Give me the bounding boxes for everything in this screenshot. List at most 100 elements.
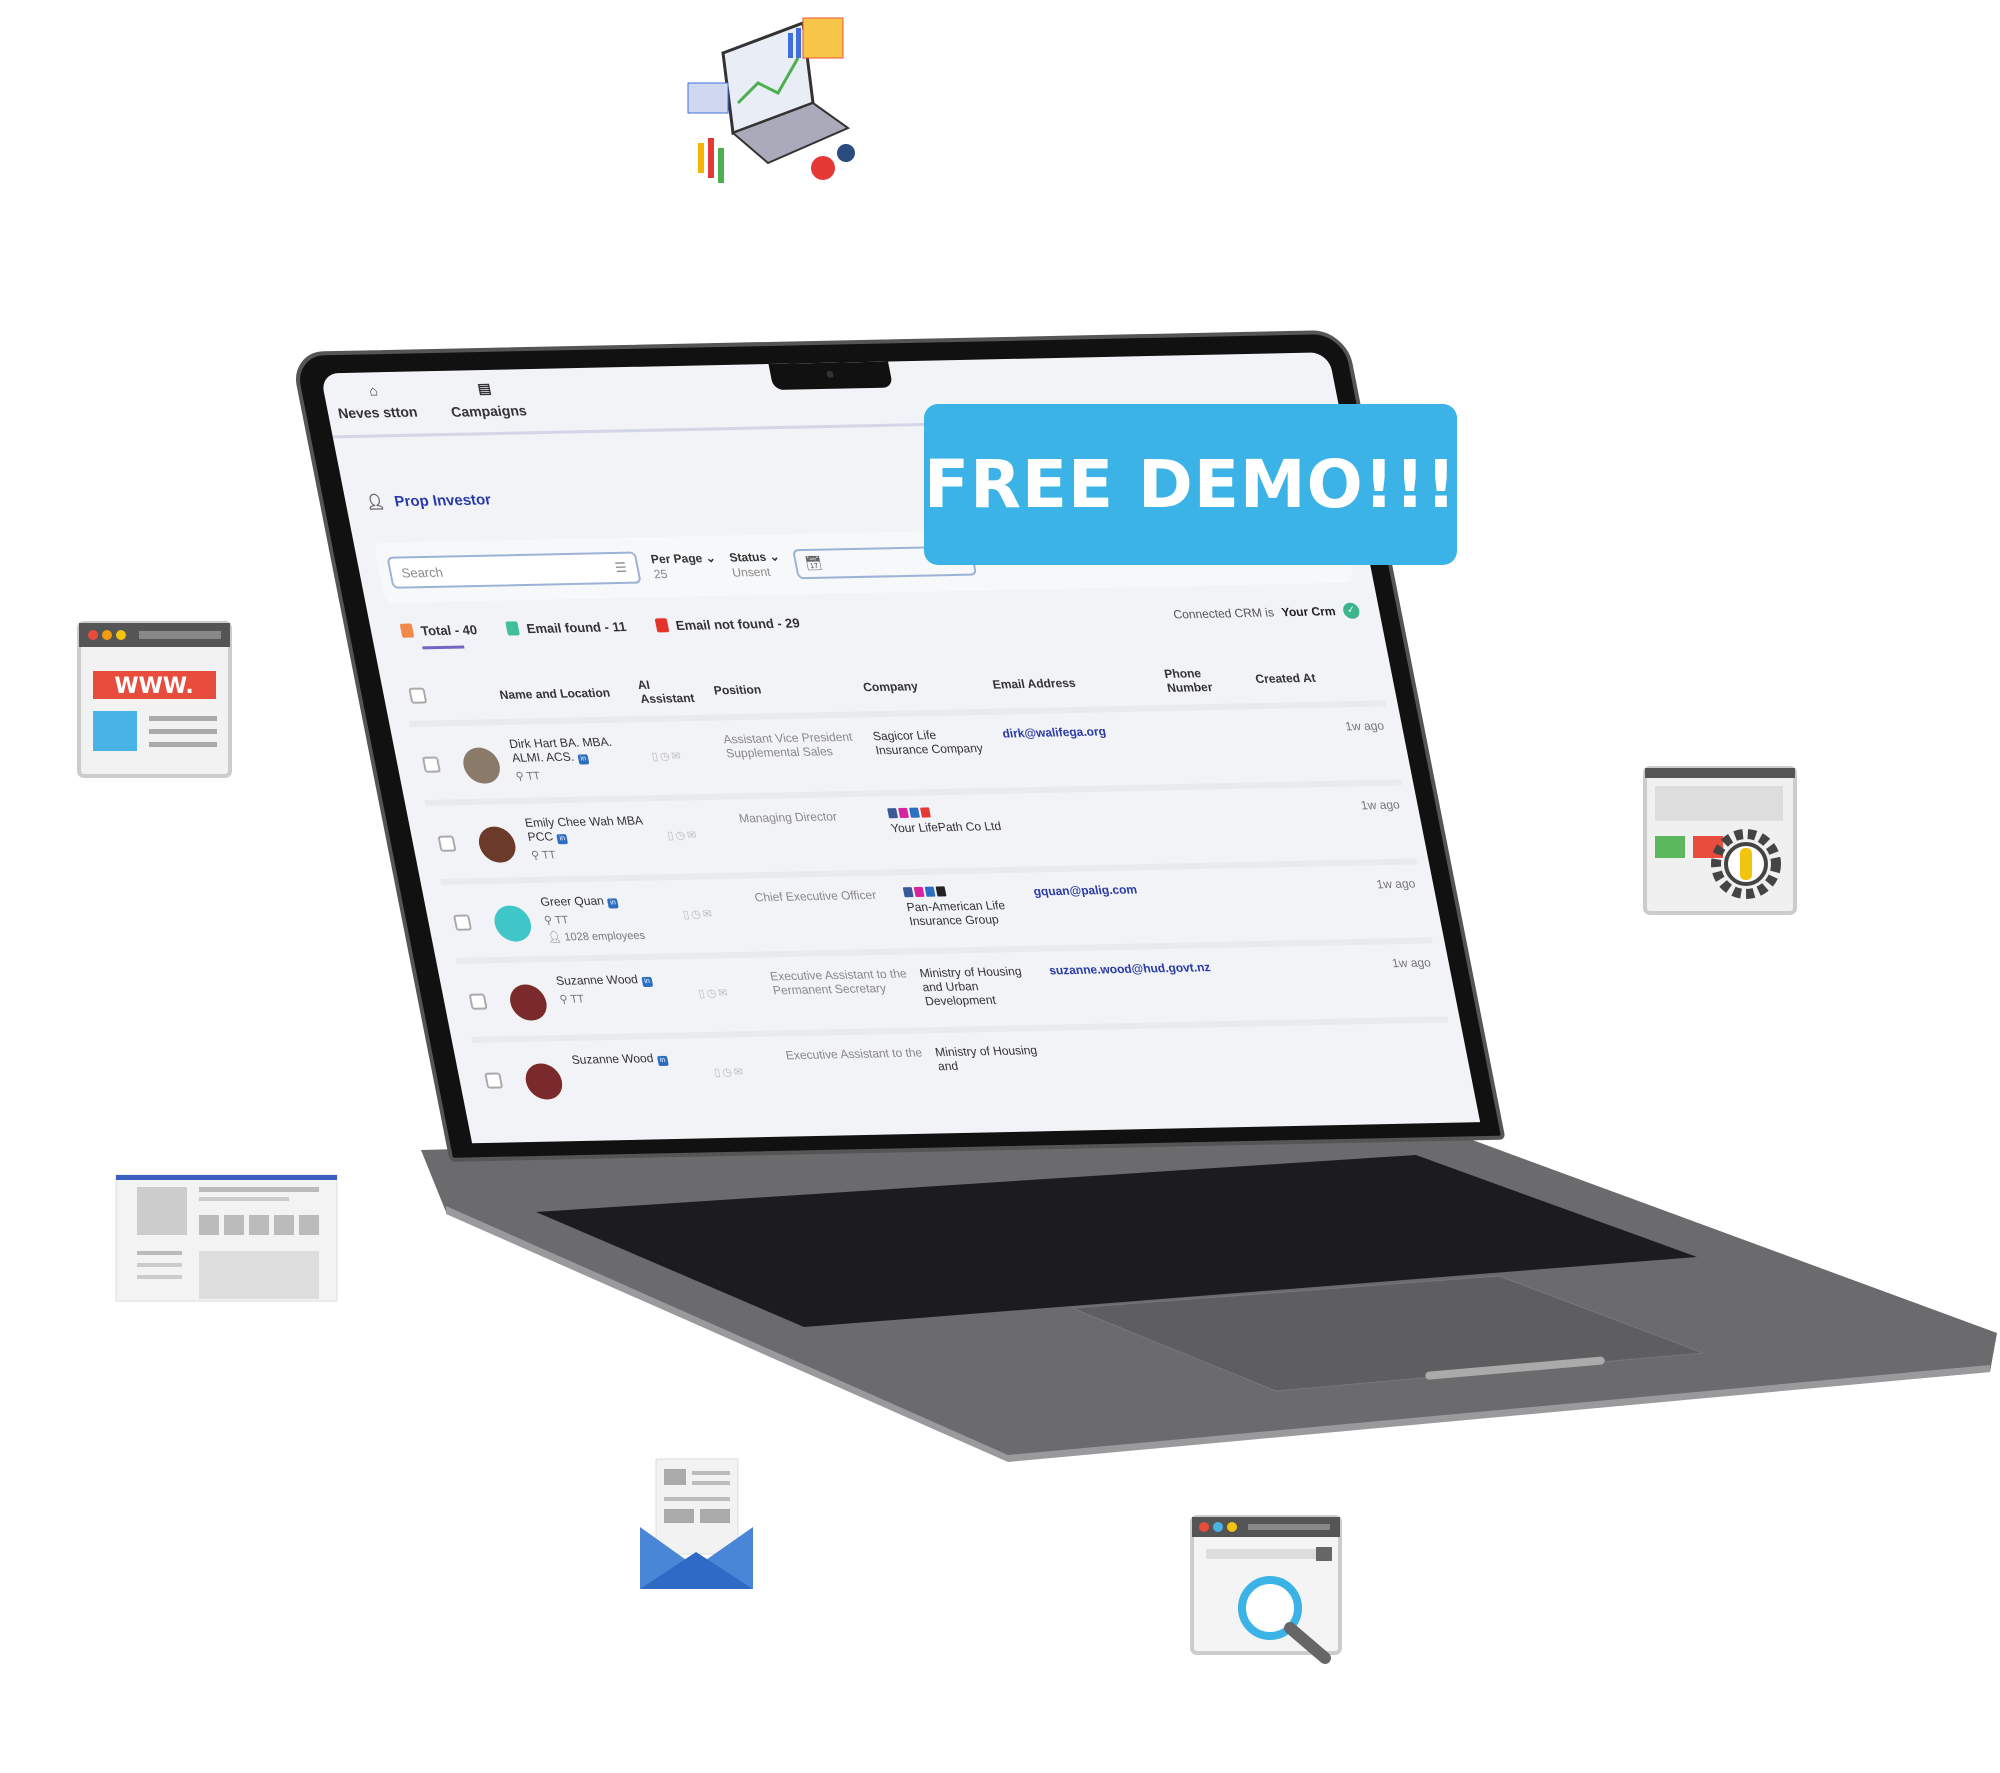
linkedin-icon[interactable]: in: [556, 834, 569, 845]
chevron-down-icon: ⌄: [767, 549, 781, 564]
lead-company: Your LifePath Co Ltd: [889, 818, 1003, 836]
lead-company: Ministry of Housing and Urban Developmen…: [918, 964, 1023, 1009]
select-all-checkbox[interactable]: [408, 687, 428, 704]
row-checkbox[interactable]: [453, 914, 473, 931]
lead-email[interactable]: [1007, 787, 1197, 870]
lead-name[interactable]: Greer Quan: [539, 893, 606, 909]
linkedin-icon[interactable]: in: [641, 976, 654, 988]
lead-name[interactable]: Dirk Hart BA. MBA. ALMI. ACS.: [507, 734, 614, 765]
user-icon: 👤︎: [364, 493, 387, 512]
lead-position: Executive Assistant to the Permanent Sec…: [759, 951, 925, 1034]
tab-email-found[interactable]: Email found - 11: [505, 619, 627, 637]
nav-item-campaigns[interactable]: ▤Campaigns: [449, 379, 528, 420]
row-checkbox[interactable]: [484, 1072, 504, 1089]
active-tab-indicator: [422, 645, 465, 650]
avatar: [522, 1063, 566, 1100]
lead-location: TT: [569, 993, 586, 1006]
analytics-laptop-icon: [687, 17, 855, 183]
col-created: Created At: [1254, 670, 1317, 687]
total-swatch: [399, 623, 415, 638]
calendar-icon: 📅︎: [803, 554, 824, 572]
keyboard: [536, 1155, 1697, 1327]
social-icon[interactable]: [935, 886, 947, 897]
social-icon[interactable]: [898, 807, 910, 819]
linkedin-icon[interactable]: in: [656, 1055, 669, 1067]
top-nav: ⌂Neves stton ▤Campaigns: [332, 379, 528, 422]
social-icon[interactable]: [902, 887, 914, 898]
settings-window-icon: [1643, 766, 1797, 915]
lead-position: Assistant Vice President Supplemental Sa…: [713, 714, 879, 797]
lead-email[interactable]: suzanne.wood@hud.govt.nz: [1038, 945, 1228, 1028]
www-browser-icon: WWW.: [77, 621, 232, 778]
lead-company: Pan-American Life Insurance Group: [905, 898, 1007, 929]
social-links: [902, 885, 1023, 898]
tab-total[interactable]: Total - 40: [399, 622, 478, 639]
lead-email[interactable]: dirk@walifega.org: [992, 708, 1181, 791]
avatar: [491, 905, 535, 942]
tab-email-not-found[interactable]: Email not found - 29: [654, 615, 801, 633]
found-swatch: [505, 621, 521, 636]
chevron-down-icon: ⌄: [704, 550, 717, 566]
linkedin-icon[interactable]: in: [577, 754, 590, 765]
lead-location: TT: [525, 770, 542, 783]
lead-location: TT: [553, 914, 570, 927]
newsletter-envelope-icon: [640, 1458, 753, 1589]
lead-phone: [1211, 943, 1318, 1024]
row-checkbox[interactable]: [421, 756, 441, 773]
lead-created-at: 1w ago: [1254, 703, 1402, 786]
lead-name[interactable]: Suzanne Wood: [570, 1051, 655, 1067]
avatar: [506, 984, 550, 1021]
lead-location: TT: [541, 849, 557, 862]
lead-position: Chief Executive Officer: [744, 872, 910, 955]
workspace-link[interactable]: 👤︎Prop Investor: [364, 490, 493, 512]
svg-text:WWW.: WWW.: [114, 674, 193, 699]
document-icon: ▤: [476, 379, 493, 397]
social-icon[interactable]: [887, 808, 899, 819]
filter-sliders-icon[interactable]: ☰: [613, 559, 629, 576]
lead-company: Sagicor Life Insurance Company: [871, 727, 985, 758]
social-icon[interactable]: [913, 886, 925, 898]
social-links: [887, 806, 1007, 819]
leads-table: Name and Location AI Assistant Position …: [399, 652, 1463, 1116]
avatar: [475, 826, 519, 863]
home-icon: ⌂: [367, 382, 380, 399]
employee-count: 1028 employees: [563, 929, 647, 944]
lead-name[interactable]: Suzanne Wood: [554, 972, 639, 988]
col-phone: Phone Number: [1163, 666, 1214, 695]
lead-created-at: [1317, 1019, 1463, 1099]
status-select[interactable]: Status ⌄Unsent: [728, 549, 781, 580]
free-demo-banner[interactable]: FREE DEMO!!!: [924, 404, 1457, 565]
lead-name[interactable]: Emily Chee Wah MBA PCC: [523, 813, 644, 844]
lead-email[interactable]: gquan@palig.com: [1023, 866, 1212, 949]
lead-phone: [1165, 706, 1271, 788]
social-icon[interactable]: [924, 886, 936, 897]
check-icon: ✓: [1341, 602, 1361, 619]
not-found-swatch: [654, 618, 670, 633]
lead-created-at: 1w ago: [1285, 861, 1433, 944]
col-ai: AI Assistant: [636, 677, 696, 707]
col-email: Email Address: [991, 675, 1077, 692]
row-checkbox[interactable]: [468, 993, 488, 1010]
camera-notch: [768, 361, 894, 391]
avatar: [460, 747, 504, 784]
col-company: Company: [861, 679, 920, 695]
search-browser-icon: [1190, 1515, 1342, 1664]
lead-created-at: 1w ago: [1301, 940, 1448, 1023]
social-icon[interactable]: [919, 807, 931, 818]
lead-phone: [1180, 785, 1286, 867]
lead-phone: [1227, 1022, 1333, 1100]
row-checkbox[interactable]: [437, 835, 457, 852]
social-icon[interactable]: [909, 807, 920, 818]
lead-email[interactable]: [1054, 1023, 1243, 1104]
nav-item-home[interactable]: ⌂Neves stton: [336, 382, 419, 422]
col-name: Name and Location: [498, 685, 612, 702]
linkedin-icon[interactable]: in: [607, 898, 620, 909]
lead-position: Managing Director: [728, 793, 894, 876]
search-input[interactable]: Search☰: [386, 551, 642, 589]
lead-position: Executive Assistant to the: [775, 1030, 940, 1110]
per-page-select[interactable]: Per Page ⌄25: [649, 550, 717, 582]
col-position: Position: [712, 682, 763, 698]
lead-created-at: 1w ago: [1270, 782, 1417, 865]
